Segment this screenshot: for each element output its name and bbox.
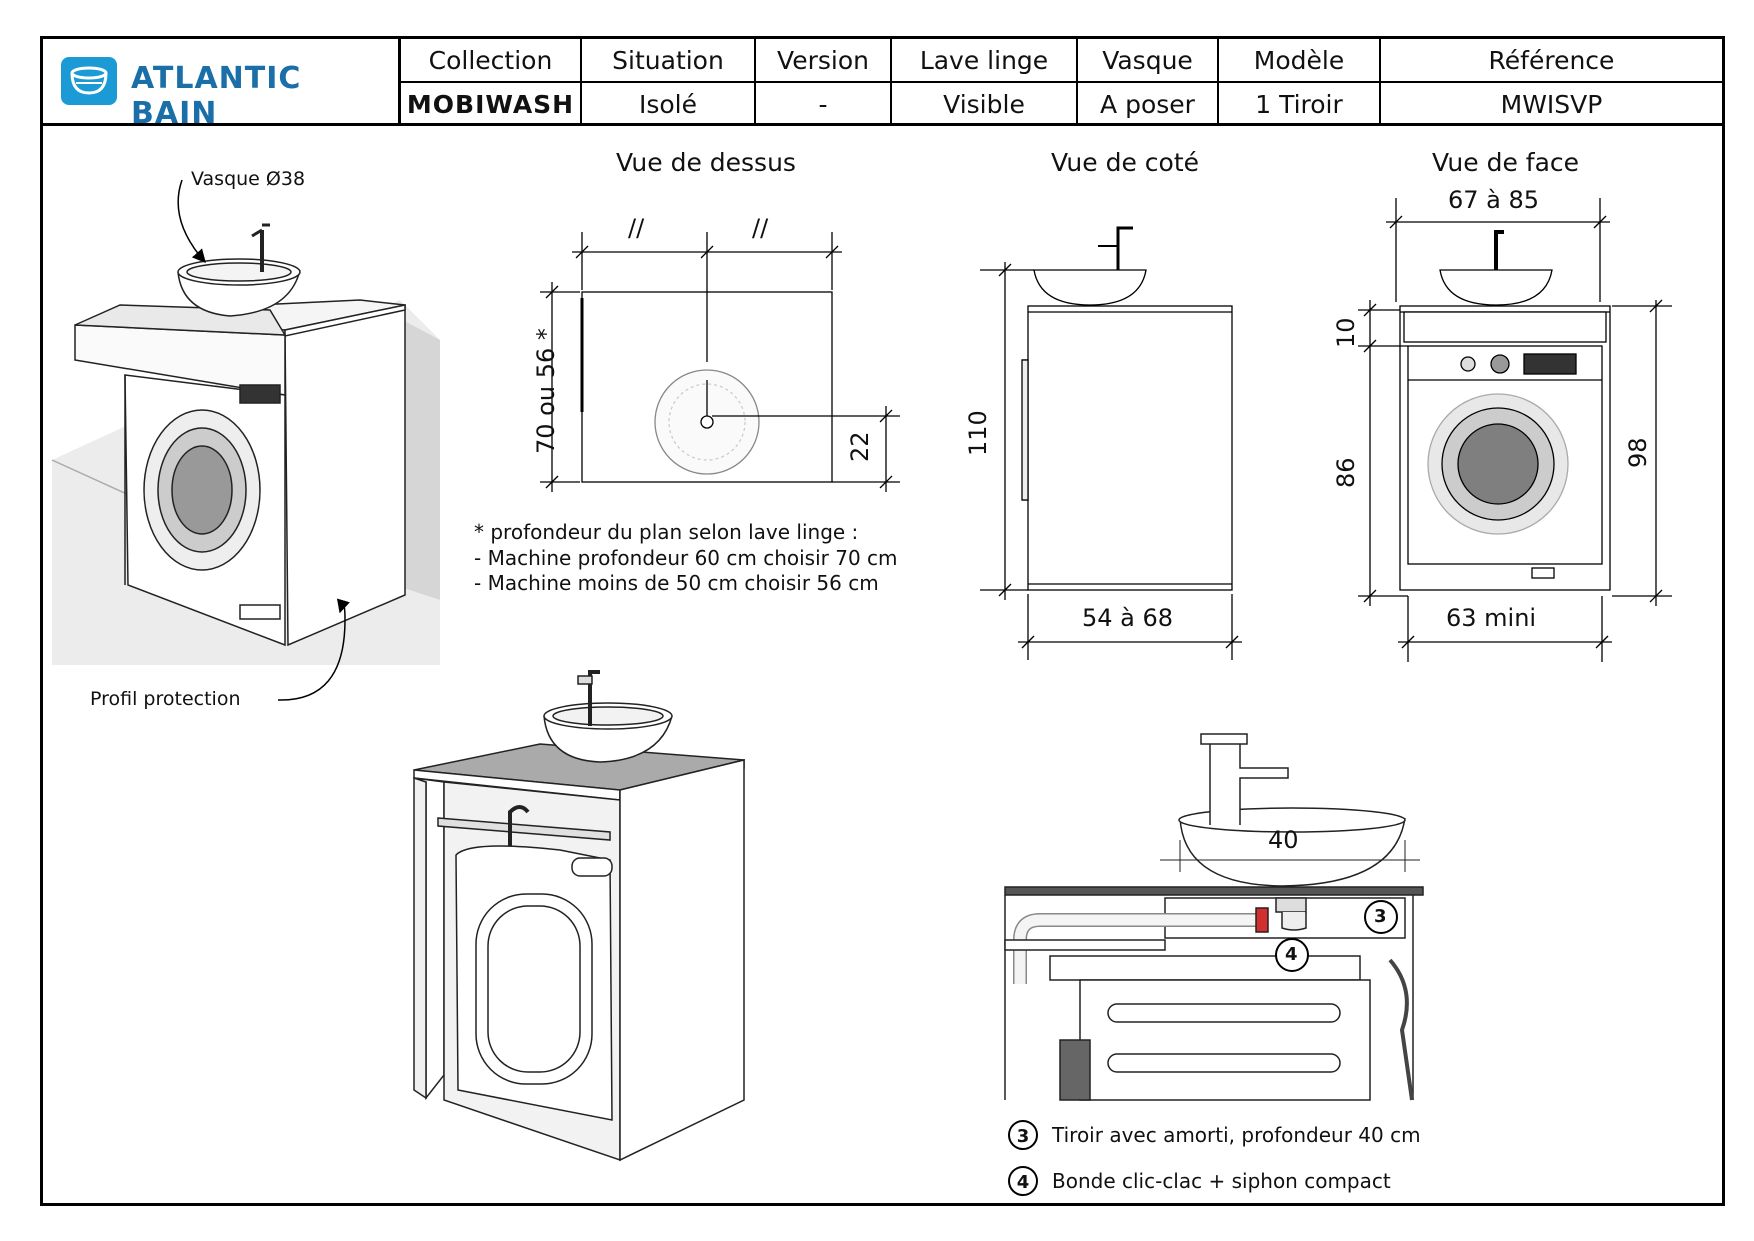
spec-table: Collection Situation Version Lave linge … [401,39,1722,125]
detail-basin-diameter-label: 40 [1268,826,1299,854]
vasque-diameter-label: Vasque Ø38 [191,168,306,190]
front-view-inner-width-label: 63 mini [1446,604,1537,632]
top-view-half-mark-right: // [752,214,769,242]
profil-protection-label: Profil protection [90,688,241,710]
perspective-cabinet-drawer-open [51,179,440,701]
front-view-title: Vue de face [1432,148,1580,177]
basin-glyph-icon [70,66,108,95]
callout-3-number: 3 [1374,906,1387,927]
title-block: ATLANTIC BAIN Collection Situation Versi… [43,39,1722,131]
spec-label-vasque: Vasque [1076,39,1218,83]
spec-labels-row: Collection Situation Version Lave linge … [401,39,1722,83]
spec-value-reference: MWISVP [1379,82,1722,125]
side-view-height-label: 110 [964,410,992,456]
depth-note-line-3: - Machine moins de 50 cm choisir 56 cm [474,571,879,595]
spec-label-version: Version [754,39,891,83]
legend-text-4: Bonde clic-clac + siphon compact [1052,1169,1391,1193]
front-view-total-height-label: 98 [1624,437,1652,468]
legend-item-3: 3 Tiroir avec amorti, profondeur 40 cm [1008,1120,1421,1150]
spec-label-collection: Collection [401,39,581,83]
legend-item-4: 4 Bonde clic-clac + siphon compact [1008,1166,1391,1196]
legend-number-3: 3 [1008,1120,1038,1150]
top-view-half-mark-left: // [628,214,645,242]
brand-name: ATLANTIC BAIN [131,61,302,131]
spec-values-row: MOBIWASH Isolé - Visible A poser 1 Tiroi… [401,82,1722,125]
spec-value-vasque: A poser [1076,82,1218,125]
spec-value-modele: 1 Tiroir [1217,82,1380,125]
spec-value-situation: Isolé [580,82,755,125]
top-view-depth-label: 70 ou 56 * [532,328,560,454]
depth-note-line-2: - Machine profondeur 60 cm choisir 70 cm [474,546,898,570]
perspective-cabinet-door-open [413,670,745,1162]
front-view-top-width-label: 67 à 85 [1448,186,1540,214]
spec-label-situation: Situation [580,39,755,83]
callout-4-circle [1275,938,1309,972]
spec-label-reference: Référence [1379,39,1722,83]
brand-logo-icon [61,57,117,105]
brand-logo: ATLANTIC BAIN [43,39,401,131]
front-view-inner-height-label: 86 [1332,457,1360,488]
callout-4-number: 4 [1285,944,1298,965]
top-view-drawing [540,232,900,492]
legend-text-3: Tiroir avec amorti, profondeur 40 cm [1052,1123,1421,1147]
spec-label-modele: Modèle [1217,39,1380,83]
legend-number-4: 4 [1008,1166,1038,1196]
top-view-offset-label: 22 [846,431,874,462]
side-view-width-label: 54 à 68 [1082,604,1174,632]
spec-value-collection: MOBIWASH [406,89,575,119]
depth-note-line-1: * profondeur du plan selon lave linge : [474,520,859,544]
spec-label-lave-linge: Lave linge [890,39,1077,83]
front-view-drawing [1358,198,1672,662]
top-view-title: Vue de dessus [616,148,796,177]
front-view-drawer-height-label: 10 [1332,317,1360,348]
side-view-title: Vue de coté [1051,148,1199,177]
spec-value-lave-linge: Visible [890,82,1077,125]
callout-3-circle [1364,900,1398,934]
detail-drawing [1004,733,1424,1101]
side-view-drawing [980,226,1242,660]
spec-value-version: - [754,82,891,125]
drawing-sheet: ATLANTIC BAIN Collection Situation Versi… [40,36,1725,1206]
